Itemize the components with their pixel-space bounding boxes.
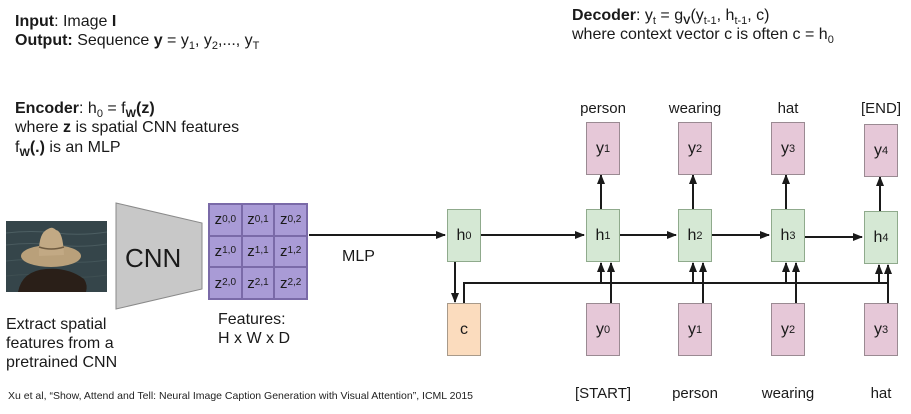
cnn-trapezoid — [115, 202, 203, 310]
input-word: [START] — [574, 385, 632, 402]
output-word: wearing — [668, 100, 722, 117]
feature-cell-var: z — [247, 274, 255, 292]
feature-cell-var: z — [214, 274, 223, 292]
feature-cell-var: z — [279, 211, 288, 229]
feature-cell-var: z — [279, 274, 288, 292]
input-description: Input: Image I — [15, 13, 117, 30]
output-word: [END] — [860, 100, 901, 117]
extract-caption-line: Extract spatial — [6, 316, 107, 333]
feature-cell-var: z — [214, 211, 223, 229]
encoder-z-note: where z is spatial CNN features — [15, 119, 240, 136]
features-caption-line1: Features: — [218, 311, 286, 328]
extract-caption: Extract spatial features from a pretrain… — [6, 315, 117, 372]
output-word: person — [580, 100, 626, 117]
cnn-label: CNN — [125, 243, 182, 273]
feature-cell-var: z — [247, 242, 255, 260]
extract-caption-line: features from a — [6, 335, 114, 352]
context-vector-c: c — [447, 303, 481, 356]
feature-cell-var: z — [214, 242, 223, 260]
mlp-label: MLP — [342, 248, 375, 265]
decoder-equation: Decoder: yt = gV(yt-1, ht-1, c) — [572, 7, 770, 27]
features-caption-line2: H x W x D — [218, 330, 290, 347]
output-description: Output: Sequence y = y1, y2,..., yT — [15, 32, 260, 52]
citation: Xu et al, “Show, Attend and Tell: Neural… — [8, 390, 473, 402]
encoder-mlp-note: fW(.) is an MLP — [15, 139, 121, 159]
decoder-context-note: where context vector c is often c = h0 — [572, 26, 834, 46]
encoder-equation: Encoder: h0 = fW(z) — [15, 100, 155, 120]
feature-cell-var: z — [279, 242, 288, 260]
input-image — [6, 221, 107, 292]
extract-caption-line: pretrained CNN — [6, 354, 118, 371]
input-word: wearing — [761, 385, 815, 402]
input-word: person — [672, 385, 718, 402]
person-with-hat-photo — [6, 221, 107, 292]
output-word: hat — [777, 100, 799, 117]
feature-cell-var: z — [247, 211, 255, 229]
context-bus — [463, 282, 888, 303]
input-word: hat — [870, 385, 892, 402]
